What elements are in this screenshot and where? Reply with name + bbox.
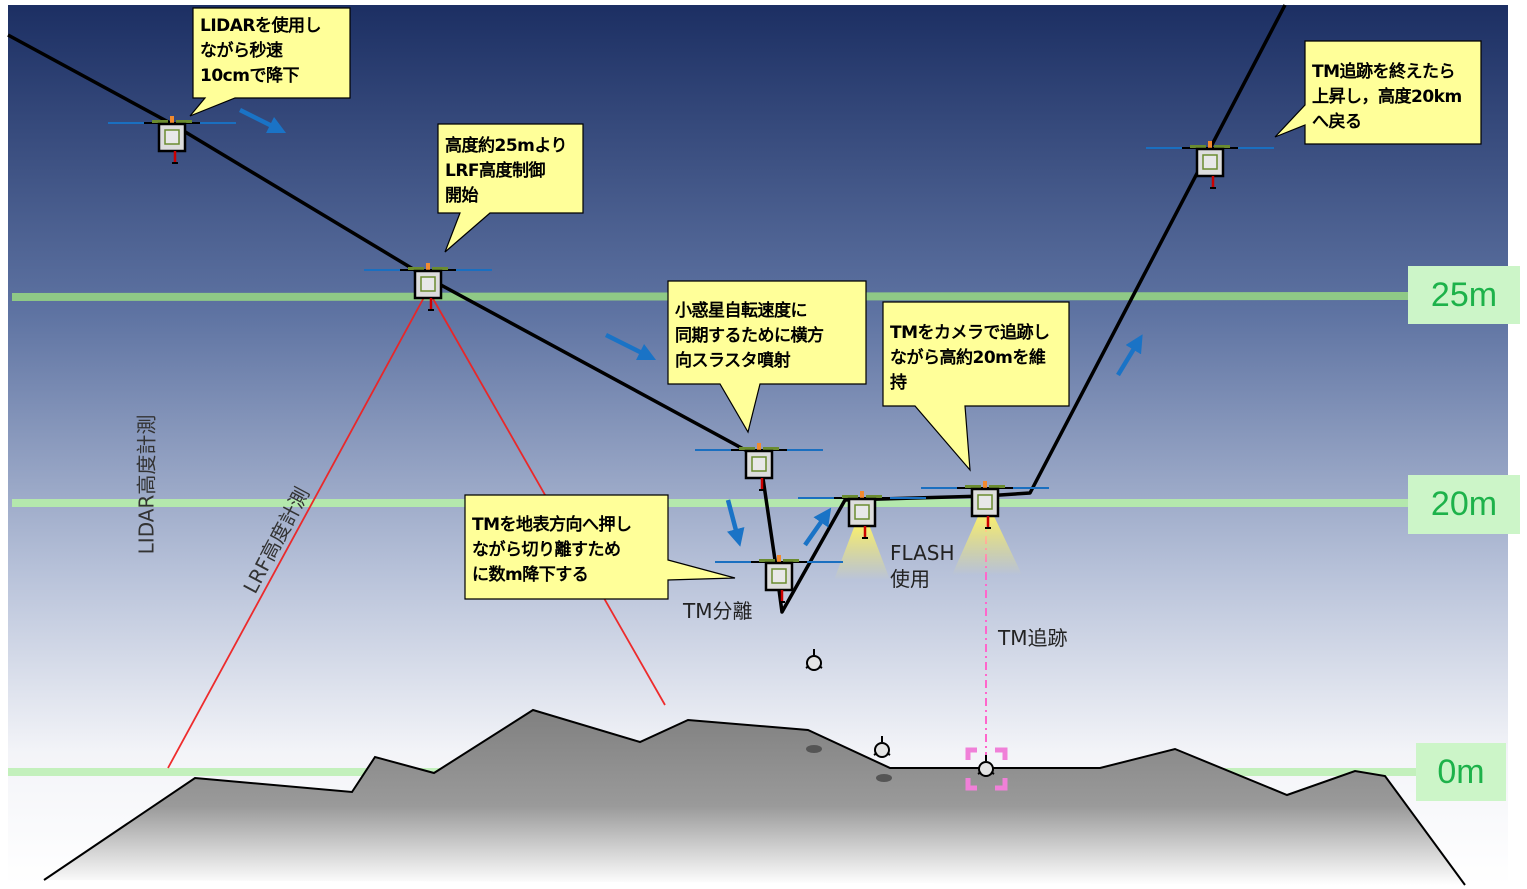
- tracking-bracket-icon: [965, 747, 1008, 791]
- callout-separation: TMを地表方向へ押し ながら切り離すため に数m降下する: [465, 507, 639, 594]
- callout-line: へ戻る: [1312, 112, 1362, 132]
- flash-light: [834, 522, 890, 580]
- callout-line: 向スラスタ噴射: [675, 351, 791, 371]
- callout-line: TM追跡を終えたら: [1312, 62, 1456, 82]
- flash-label-line: 使用: [890, 567, 930, 591]
- callout-line: LRF高度制御: [445, 161, 546, 181]
- callout-line: 上昇し，高度20km: [1312, 87, 1462, 107]
- callout-line: ながら高約20mを維: [890, 348, 1046, 368]
- arrow-icon: [238, 107, 287, 134]
- flash-light: [952, 512, 1022, 575]
- callout-line: 小惑星自転速度に: [675, 301, 807, 321]
- tm-shadow: [806, 745, 822, 753]
- callout-line: TMをカメラで追跡し: [890, 323, 1050, 343]
- callout-line: TMを地表方向へ押し: [472, 515, 632, 535]
- callout-line: 10cmで降下: [200, 66, 299, 86]
- callout-thruster: 小惑星自転速度に 同期するために横方 向スラスタ噴射: [668, 293, 831, 380]
- flash-label: FLASH 使用: [890, 540, 955, 592]
- callout-lrf-control: 高度約25mより LRF高度制御 開始: [438, 128, 574, 215]
- altitude-label-25m: 25m: [1408, 266, 1520, 324]
- callout-tm-tracking: TMをカメラで追跡し ながら高約20mを維 持: [883, 315, 1057, 402]
- callout-line: 同期するために横方: [675, 326, 824, 346]
- callout-line: LIDARを使用し: [200, 16, 322, 36]
- callout-line: ながら秒速: [200, 41, 283, 61]
- altitude-label-0m: 0m: [1416, 743, 1506, 801]
- altitude-label-20m: 20m: [1408, 475, 1520, 534]
- arrow-icon: [725, 499, 745, 547]
- callout-line: ながら切り離すため: [472, 540, 621, 560]
- motion-arrows: [238, 107, 1143, 547]
- callout-line: に数m降下する: [472, 565, 589, 585]
- callout-lidar-descent: LIDARを使用し ながら秒速 10cmで降下: [193, 8, 350, 98]
- arrow-icon: [604, 332, 657, 361]
- callout-return: TM追跡を終えたら 上昇し，高度20km へ戻る: [1305, 54, 1469, 141]
- callout-line: 高度約25mより: [445, 136, 568, 156]
- flash-label-line: FLASH: [890, 541, 955, 565]
- callout-line: 持: [890, 373, 907, 393]
- arrow-icon: [803, 507, 832, 547]
- asteroid-surface: [44, 710, 1465, 885]
- arrow-icon: [1116, 334, 1143, 377]
- callout-line: 開始: [445, 186, 479, 206]
- tm-separation-label: TM分離: [683, 599, 753, 623]
- callout-shapes: [189, 7, 1482, 600]
- tm-tracking-label: TM追跡: [998, 626, 1068, 650]
- lidar-measurement-label: LIDAR高度計測: [134, 414, 159, 555]
- tm-shadow: [876, 774, 892, 782]
